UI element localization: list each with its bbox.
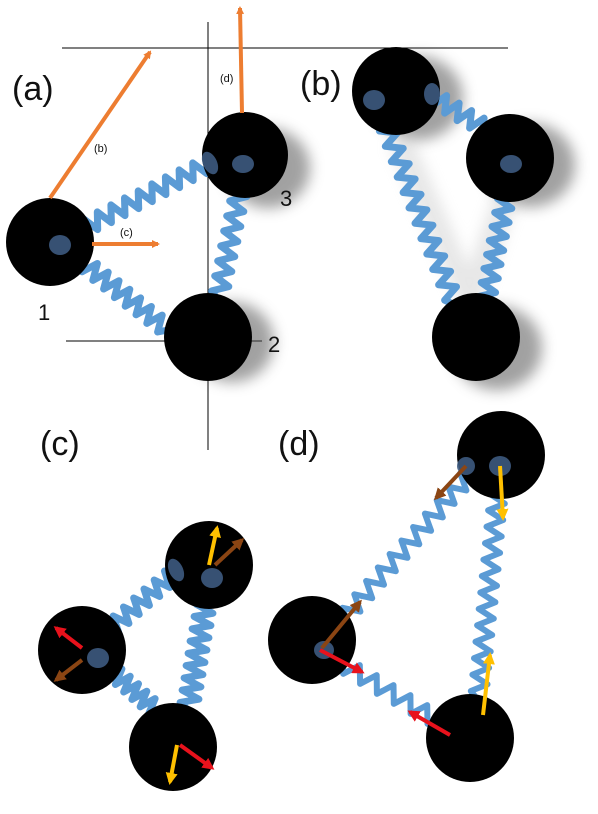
spring-coil	[322, 462, 482, 643]
yellow-arrow-c-bottom	[165, 744, 179, 785]
panel-b-label: (b)	[300, 65, 342, 103]
yellow-arrow-d-top	[496, 465, 509, 521]
spring-b-left	[370, 101, 460, 309]
spring-coil	[370, 101, 460, 309]
brown-arrow-c-left	[53, 658, 84, 682]
arrow-b-label: (b)	[94, 143, 107, 155]
brown-arrow-d-left	[320, 599, 362, 650]
particle-2-label: 2	[268, 332, 280, 357]
arrow-c-label: (c)	[120, 227, 133, 239]
panel-a-label: (a)	[12, 70, 54, 108]
arrow-b	[48, 50, 152, 200]
particle-b-bottom	[432, 293, 520, 381]
particle-b-top-left	[352, 47, 440, 135]
yellow-arrow-c-top	[207, 525, 221, 566]
spring-coil	[467, 467, 510, 703]
yellow-arrow-d-bottom	[481, 652, 495, 716]
red-arrow-c-bottom	[178, 743, 215, 770]
arrow-d-label: (d)	[220, 73, 233, 85]
particle-1-label: 1	[38, 300, 50, 325]
particle-3	[202, 112, 288, 198]
panel-b: (b)	[300, 47, 575, 390]
panel-a: (a) (b) (c) (d) 1 2 3	[6, 6, 508, 450]
panel-d-label: (d)	[278, 425, 320, 463]
brown-arrow-d-top	[433, 464, 468, 501]
particle-d-bottom	[426, 694, 514, 782]
red-arrow-c-left	[53, 626, 84, 650]
particle-c-bottom	[129, 703, 217, 791]
panel-d: (d)	[268, 411, 545, 782]
panel-c-label: (c)	[40, 425, 80, 463]
particle-2	[164, 293, 252, 381]
particle-d-top-right	[457, 411, 545, 499]
particle-c-left	[38, 606, 126, 694]
red-arrow-d-left	[319, 648, 365, 674]
brown-arrow-c-top	[213, 537, 245, 567]
particle-d-left	[268, 596, 356, 684]
panel-c: (c)	[38, 425, 253, 791]
arrow-d	[236, 6, 245, 114]
particle-3-label: 3	[280, 186, 292, 211]
spring-d-right	[467, 467, 510, 703]
spring-d-left	[322, 462, 482, 643]
red-arrow-d-bottom	[407, 710, 451, 737]
